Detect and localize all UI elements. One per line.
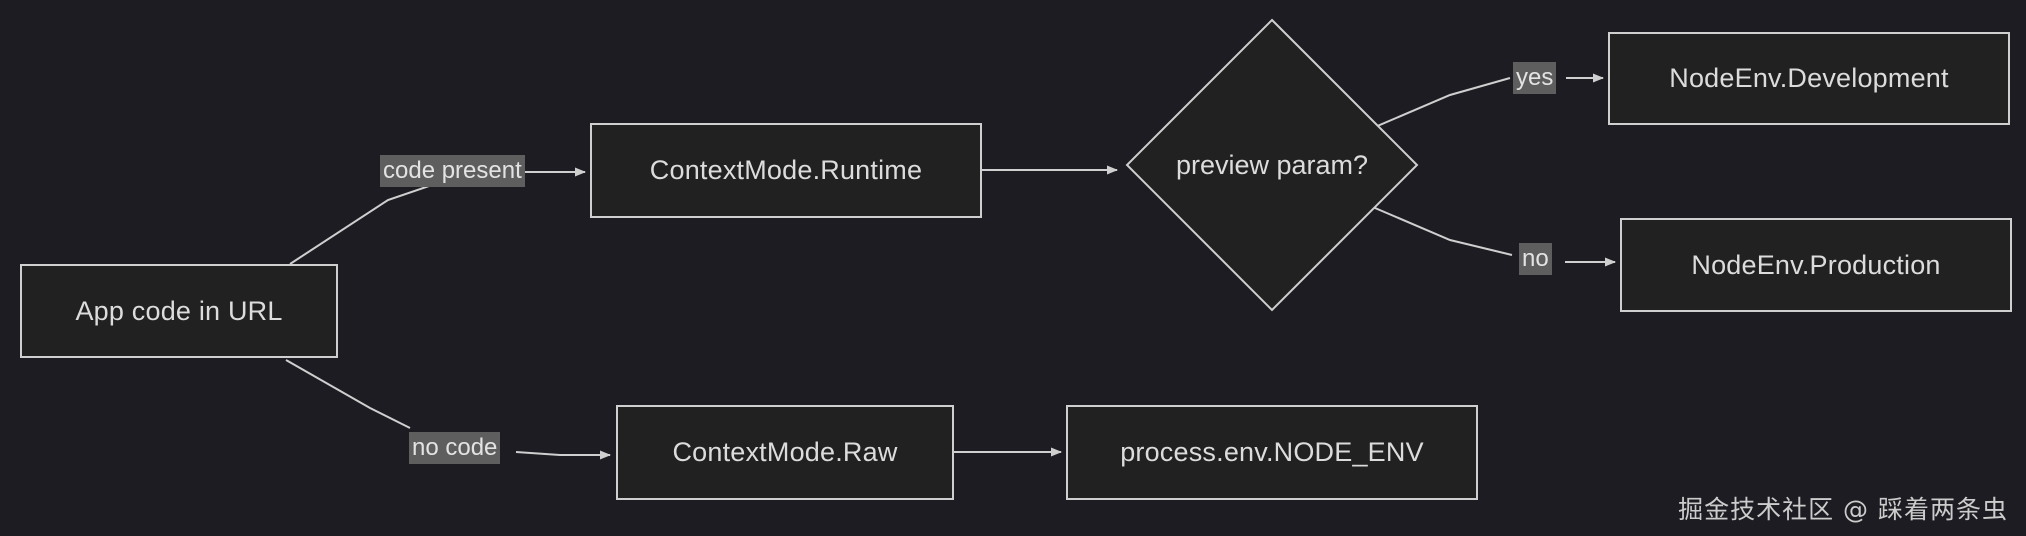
edge-appcode-to-raw-arrow [515,450,611,460]
node-label: App code in URL [75,295,283,326]
node-process-env-node-env[interactable]: process.env.NODE_ENV [1066,405,1478,500]
node-label: ContextMode.Raw [672,437,898,467]
edge-label-yes: yes [1513,62,1557,94]
edge-label-code-present: code present [380,155,525,187]
node-app-code-in-url[interactable]: App code in URL [20,264,338,358]
node-contextmode-raw[interactable]: ContextMode.Raw [616,405,954,500]
node-label: NodeEnv.Production [1691,249,1941,280]
edge-label-no: no [1519,243,1552,275]
watermark-text: 掘金技术社区 @ 踩着两条虫 [1678,495,2008,524]
node-label: preview param? [1175,149,1369,180]
node-nodeenv-production[interactable]: NodeEnv.Production [1620,218,2012,312]
node-label: ContextMode.Runtime [649,155,923,185]
edge-appcode-to-raw [285,359,411,429]
node-label: process.env.NODE_ENV [1120,437,1424,467]
diamond-shape [1125,18,1419,312]
node-contextmode-runtime[interactable]: ContextMode.Runtime [590,123,982,218]
node-preview-param-decision[interactable]: preview param? [1125,18,1419,312]
node-label: NodeEnv.Development [1669,63,1949,93]
edge-label-no-code: no code [409,432,501,464]
node-nodeenv-development[interactable]: NodeEnv.Development [1608,32,2010,125]
